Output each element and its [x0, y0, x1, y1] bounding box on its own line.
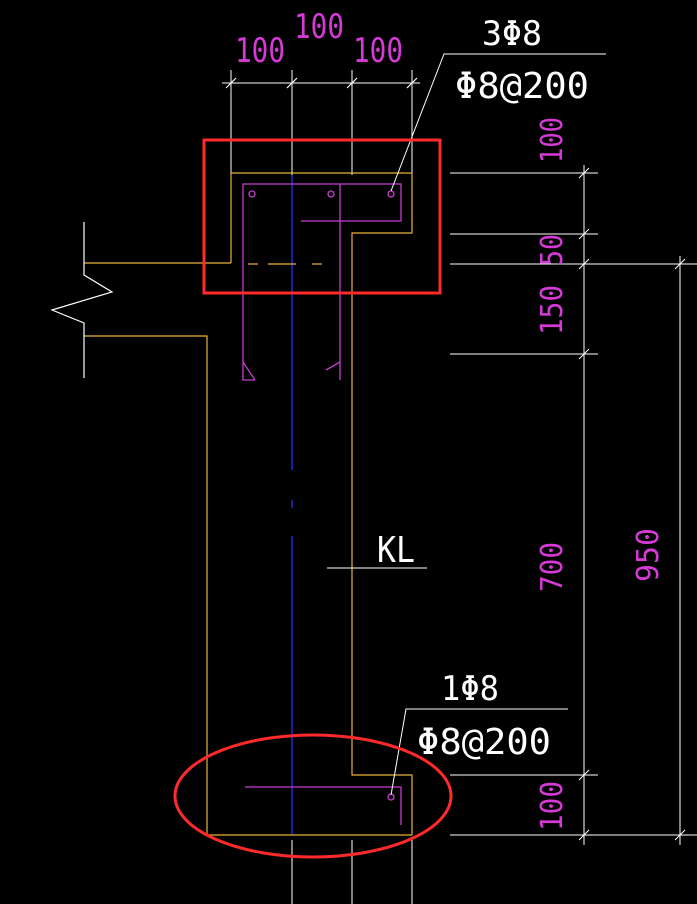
right-dimension-chain [450, 165, 697, 845]
beam-bottom-edge [84, 335, 412, 836]
top-dim-tick [225, 77, 237, 89]
highlight-ellipse [173, 733, 453, 859]
stirrup-inner-right [325, 361, 341, 371]
break-line-zigzag [50, 263, 114, 336]
right-dim-text-1: 100 [535, 117, 570, 163]
beam-top-outer [230, 172, 413, 263]
right-dim-tick [578, 228, 590, 240]
right-dim-text-5: 100 [535, 781, 570, 831]
right-dim-tick [674, 829, 686, 841]
top-rebar-dot [327, 190, 335, 198]
rebar [242, 183, 402, 825]
callout-leaders [327, 53, 606, 796]
member-label: KL [377, 530, 415, 571]
reference-lines [230, 70, 413, 904]
concrete-outline [84, 172, 413, 836]
stirrup-inner-left [242, 361, 256, 381]
slab-break-line [50, 222, 114, 378]
highlight-box [202, 138, 442, 295]
right-dim-tick [578, 167, 590, 179]
right-dim-text-2: 50 [535, 234, 570, 266]
top-dimension-chain [222, 77, 420, 89]
right-dim-tick [578, 769, 590, 781]
top-callout-count: 3Φ8 [482, 14, 542, 54]
labels: 100 100 100 3Φ8 Φ8@200 1Φ8 Φ8@200 KL 100… [235, 7, 666, 831]
right-dim-tick [578, 829, 590, 841]
top-dim-text-2: 100 [294, 7, 344, 47]
right-dim-tick [674, 258, 686, 270]
top-rebar-dot [248, 190, 256, 198]
right-dim-tick [578, 348, 590, 360]
right-dim-text-3: 150 [535, 285, 570, 335]
right-dim-tick [578, 258, 590, 270]
top-dim-tick [346, 77, 358, 89]
top-callout-leader [390, 53, 606, 192]
beam-right-outer [351, 263, 413, 835]
top-callout-stirrup: Φ8@200 [455, 66, 589, 107]
top-dim-text-3: 100 [353, 31, 403, 71]
right-dim-text-4: 700 [535, 542, 570, 592]
bottom-callout-leader [390, 708, 568, 796]
bottom-callout-stirrup: Φ8@200 [417, 722, 551, 763]
top-dim-tick [286, 77, 298, 89]
right-dim-text-overall: 950 [631, 528, 666, 582]
top-dim-text-1: 100 [235, 31, 285, 71]
bottom-rebar [245, 786, 402, 825]
bottom-callout-count: 1Φ8 [441, 669, 499, 709]
top-dim-tick [406, 77, 418, 89]
